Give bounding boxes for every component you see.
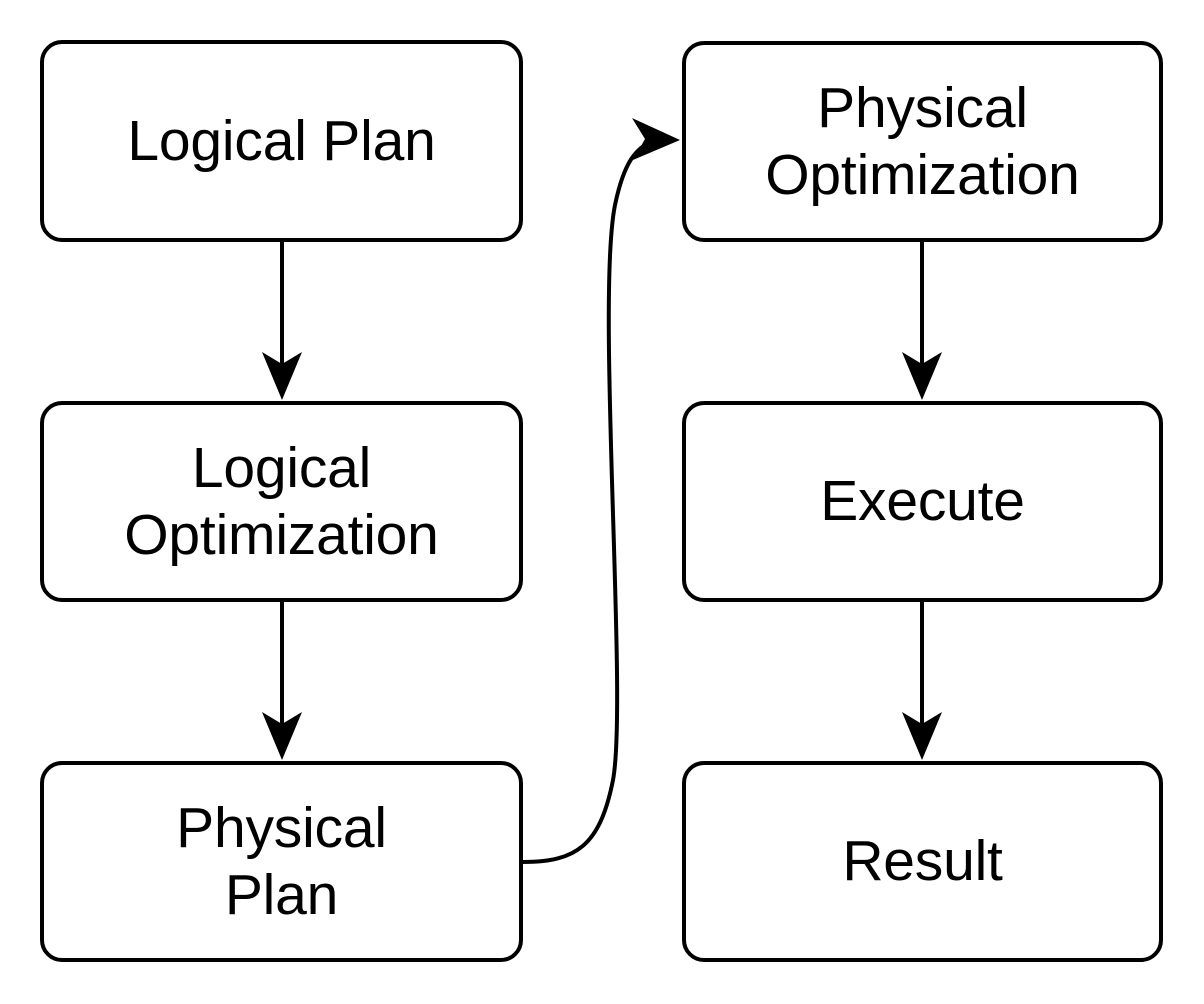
node-shape-layer	[40, 40, 1163, 962]
node-logical-plan-shape[interactable]	[40, 40, 523, 242]
edge-layer	[262, 118, 942, 864]
edge-curve	[521, 138, 657, 864]
node-physical-plan-shape[interactable]	[40, 761, 523, 962]
edge-logical-optimization-to-physical-plan	[262, 602, 302, 760]
node-physical-optimization-shape[interactable]	[682, 41, 1163, 242]
arrowhead-icon	[262, 712, 302, 760]
node-execute-shape[interactable]	[682, 401, 1163, 602]
edge-logical-plan-to-logical-optimization	[262, 242, 302, 400]
arrowhead-icon	[632, 118, 680, 160]
arrowhead-icon	[902, 712, 942, 760]
edge-execute-to-result	[902, 602, 942, 760]
arrowhead-icon	[262, 352, 302, 400]
edge-physical-optimization-to-execute	[902, 242, 942, 400]
node-logical-optimization-shape[interactable]	[40, 401, 523, 602]
node-result-shape[interactable]	[682, 761, 1163, 962]
arrowhead-icon	[902, 352, 942, 400]
edge-physical-plan-to-physical-optimization	[521, 118, 680, 864]
